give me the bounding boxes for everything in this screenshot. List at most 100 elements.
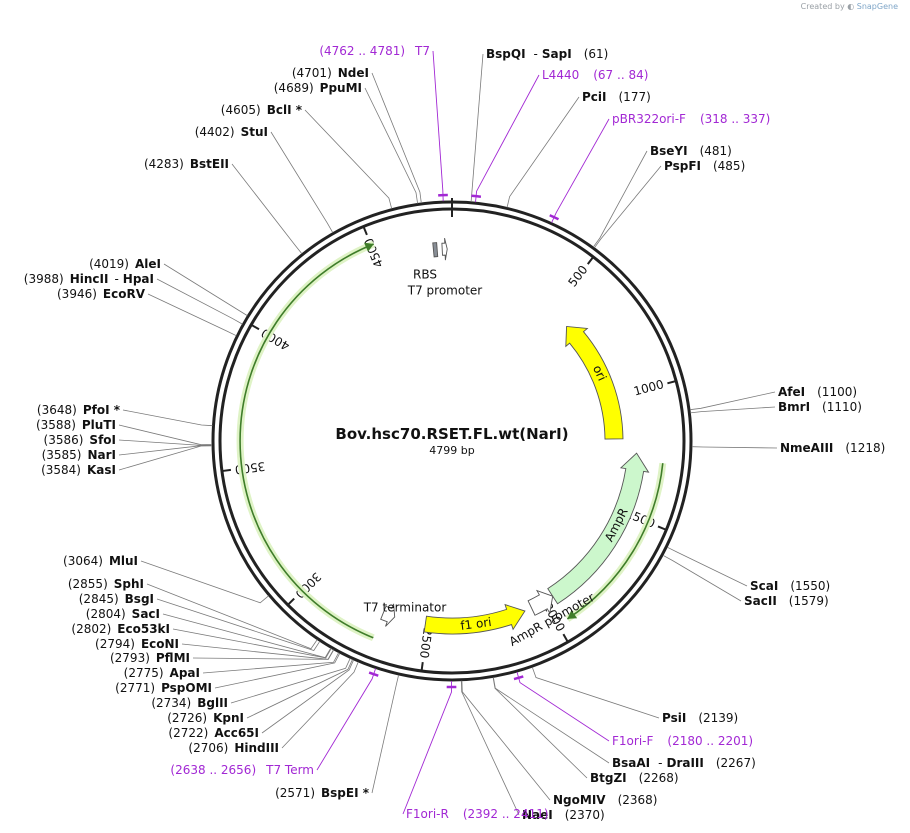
enzyme-leader-line <box>371 674 399 794</box>
enzyme-label-pluti[interactable]: (3588) PluTI <box>36 418 116 432</box>
enzyme-label-naei[interactable]: NaeI(2370) <box>522 808 605 822</box>
enzyme-leader-line <box>231 163 303 254</box>
orf-arrowhead <box>363 242 374 252</box>
enzyme-name: PfoI * <box>83 403 121 417</box>
enzyme-leader-line <box>460 680 520 816</box>
primer-label-t7-term[interactable]: (2638 .. 2656)T7 Term <box>170 763 314 777</box>
enzyme-label-bmri[interactable]: BmrI(1110) <box>778 400 862 414</box>
snapgene-credit: Created by ◐ SnapGene <box>801 2 898 11</box>
enzyme-label-pspomi[interactable]: (2771)PspOMI <box>115 681 212 695</box>
enzyme-label-nari[interactable]: (3585)NarI <box>42 448 116 462</box>
enzyme-label-psii[interactable]: PsiI(2139) <box>662 711 738 725</box>
enzyme-name: StuI <box>241 125 268 139</box>
enzyme-label-pcii[interactable]: PciI(177) <box>582 90 651 104</box>
enzyme-leader-line <box>270 131 334 233</box>
feature-ampr <box>547 452 650 605</box>
enzyme-label-btgzi[interactable]: BtgZI(2268) <box>590 771 679 785</box>
enzyme-leader-line <box>592 150 648 248</box>
ruler-tick-1500 <box>657 525 668 532</box>
enzyme-name: PluTI <box>82 418 116 432</box>
feature-label-f1-ori: f1 ori <box>460 615 493 633</box>
ruler-label: 4500 <box>362 236 387 270</box>
enzyme-position: (2368) <box>618 793 658 807</box>
enzyme-label-ngomiv[interactable]: NgoMIV(2368) <box>553 793 657 807</box>
enzyme-label-bspqi[interactable]: BspQI-SapI(61) <box>486 47 608 61</box>
enzyme-position: (2855) <box>68 577 108 591</box>
ruler-tick-2500 <box>420 661 424 673</box>
enzyme-label-bsteii[interactable]: (4283)BstEII <box>144 157 229 171</box>
enzyme-label-nmeaiii[interactable]: NmeAIII(1218) <box>780 441 885 455</box>
ruler-tick-4000 <box>249 323 260 331</box>
enzyme-label-pspfi[interactable]: PspFI(485) <box>664 159 745 173</box>
enzyme-name: PflMI <box>156 651 190 665</box>
enzyme-label-bcli[interactable]: (4605)BclI * <box>221 103 303 117</box>
enzyme-name: ScaI <box>750 579 778 593</box>
enzyme-label-hincii[interactable]: (3988)HincII-HpaI <box>24 272 154 286</box>
primer-label-l4440[interactable]: L4440(67 .. 84) <box>542 68 648 82</box>
enzyme-position: (1218) <box>845 441 885 455</box>
enzyme-label-hindiii[interactable]: (2706)HindIII <box>188 741 279 755</box>
enzyme-label-saci[interactable]: (2804)SacI <box>86 607 160 621</box>
primer-leader-line <box>516 671 610 742</box>
feature-label-t7-promoter: T7 promoter <box>407 284 483 298</box>
enzyme-leader-line <box>214 653 341 689</box>
enzyme-label-acc65i[interactable]: (2722)Acc65I <box>168 726 259 740</box>
enzyme-label-eco53ki[interactable]: (2802)Eco53kI <box>71 622 170 636</box>
ruler-label: 1000 <box>632 377 665 398</box>
enzyme-label-kpni[interactable]: (2726)KpnI <box>167 711 244 725</box>
primer-label-f1ori-f[interactable]: F1ori-F(2180 .. 2201) <box>612 734 753 748</box>
enzyme-name: BspQI <box>486 47 526 61</box>
enzyme-label-bsaai[interactable]: BsaAI-DraIII(2267) <box>612 756 756 770</box>
enzyme-label-ecorv[interactable]: (3946)EcoRV <box>57 287 146 301</box>
enzyme-label-pflmi[interactable]: (2793)PflMI <box>110 651 190 665</box>
primer-label-f1ori-r[interactable]: F1ori-R(2392 .. 2411) <box>406 807 549 821</box>
primer-binding-mark <box>471 194 482 198</box>
enzyme-position: (481) <box>700 144 732 158</box>
enzyme-leader-line <box>140 560 269 604</box>
primer-name: T7 Term <box>265 763 314 777</box>
primer-leader-line <box>551 118 610 223</box>
enzyme-position: (4019) <box>89 257 129 271</box>
enzyme-label-econi[interactable]: (2794)EcoNI <box>95 637 179 651</box>
enzyme-label-bseyi[interactable]: BseYI(481) <box>650 144 732 158</box>
primer-name: F1ori-R <box>406 807 449 821</box>
feature-label-rbs: RBS <box>413 268 437 282</box>
credit-brand: SnapGene <box>856 2 898 11</box>
enzyme-position: (2804) <box>86 607 126 621</box>
orf-arcs <box>236 240 667 642</box>
feature-label-t7-terminator: T7 terminator <box>363 601 447 615</box>
primer-leader-line <box>316 668 377 771</box>
enzyme-position: (1550) <box>790 579 830 593</box>
primer-label-pbr322ori-f[interactable]: pBR322ori-F(318 .. 337) <box>612 112 770 126</box>
enzyme-label-ppumi[interactable]: (4689)PpuMI <box>274 81 362 95</box>
enzyme-label-ndei[interactable]: (4701)NdeI <box>292 66 369 80</box>
enzyme-label-sacii[interactable]: SacII(1579) <box>744 594 829 608</box>
enzyme-label-kasi[interactable]: (3584)KasI <box>41 463 116 477</box>
enzyme-label-apai[interactable]: (2775)ApaI <box>124 666 200 680</box>
enzyme-label-afei[interactable]: AfeI(1100) <box>778 385 857 399</box>
enzyme-label-bspei[interactable]: (2571)BspEI * <box>275 786 370 800</box>
enzyme-dash: - <box>534 47 538 61</box>
enzyme-dash: - <box>114 272 118 286</box>
enzyme-position: (4689) <box>274 81 314 95</box>
enzyme-position: (1579) <box>789 594 829 608</box>
primer-label-t7[interactable]: (4762 .. 4781)T7 <box>319 44 430 58</box>
enzyme-name: ApaI <box>170 666 200 680</box>
enzyme-name: EcoRV <box>103 287 146 301</box>
enzyme-leader-line <box>156 598 321 651</box>
enzyme-label-alei[interactable]: (4019)AleI <box>89 257 161 271</box>
enzyme-label-sphi[interactable]: (2855)SphI <box>68 577 144 591</box>
enzyme-leader-line <box>202 652 340 674</box>
enzyme-position: (177) <box>619 90 651 104</box>
enzyme-label-bsgi[interactable]: (2845)BsgI <box>79 592 154 606</box>
enzyme-label-sfoi[interactable]: (3586)SfoI <box>44 433 116 447</box>
enzyme-label-mlui[interactable]: (3064)MluI <box>63 554 138 568</box>
enzyme-label-bglii[interactable]: (2734)BglII <box>151 696 228 710</box>
enzyme-label-scai[interactable]: ScaI (1550) <box>750 579 830 593</box>
enzyme-label-pfoi[interactable]: (3648)PfoI * <box>37 403 121 417</box>
enzyme-label-stui[interactable]: (4402)StuI <box>195 125 268 139</box>
enzyme-name: HincII <box>70 272 109 286</box>
enzyme-leader-line <box>172 628 332 659</box>
enzyme-position: (3588) <box>36 418 76 432</box>
primer-binding-mark <box>513 675 524 681</box>
